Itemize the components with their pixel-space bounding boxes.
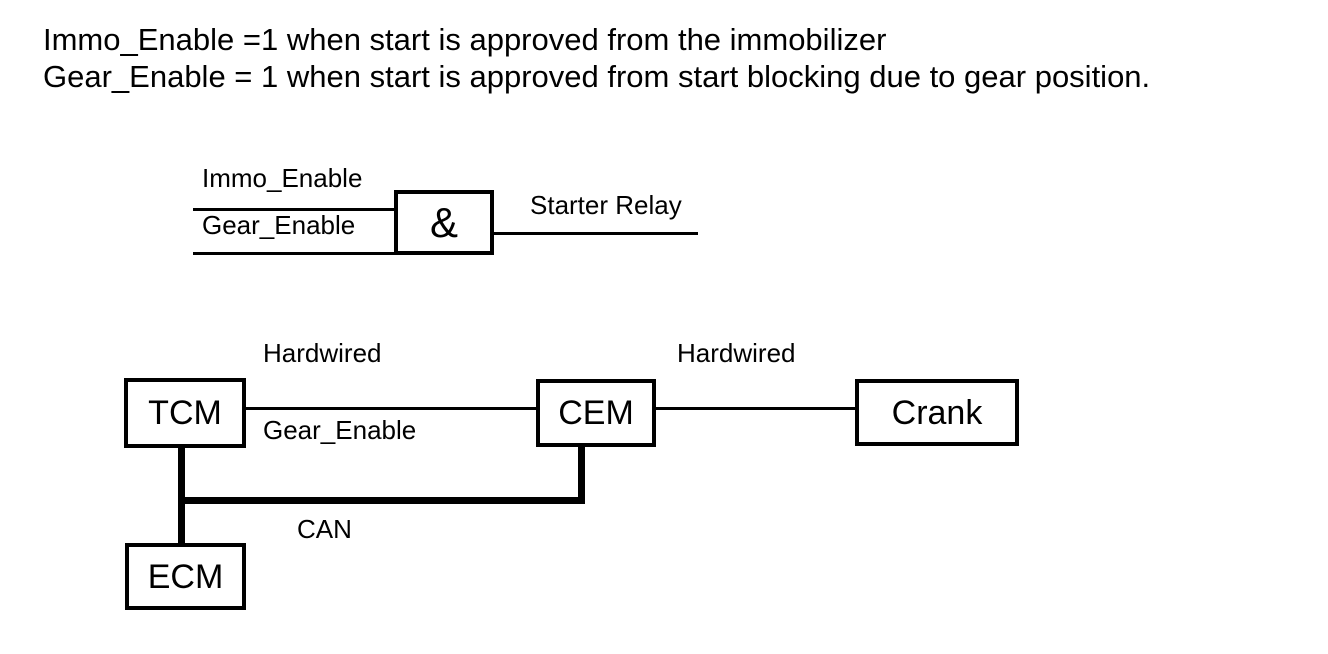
cem-box: CEM	[536, 379, 656, 447]
and-gate-symbol: &	[429, 198, 458, 246]
header-line-gear: Gear_Enable = 1 when start is approved f…	[43, 59, 1151, 94]
and-gate-box: &	[394, 190, 494, 255]
can-bus-tcm-ecm-segment	[178, 446, 185, 544]
crank-box-label: Crank	[891, 393, 983, 432]
tcm-box: TCM	[124, 378, 246, 448]
gate-output-label: Starter Relay	[530, 190, 682, 220]
gate-input1-wire	[193, 208, 398, 211]
gate-output-wire	[490, 232, 698, 235]
header-line-immo: Immo_Enable =1 when start is approved fr…	[43, 22, 887, 57]
crank-box: Crank	[855, 379, 1019, 446]
gate-input1-label: Immo_Enable	[202, 163, 363, 193]
hardwired-label-left: Hardwired	[263, 338, 382, 368]
can-bus-cem-segment	[578, 445, 585, 504]
gear-enable-signal-label: Gear_Enable	[263, 415, 417, 445]
gate-input2-wire	[193, 252, 398, 255]
tcm-cem-wire	[244, 407, 538, 410]
can-bus-horizontal-segment	[178, 497, 585, 504]
hardwired-label-right: Hardwired	[677, 338, 796, 368]
ecm-box: ECM	[125, 543, 246, 610]
cem-crank-wire	[654, 407, 857, 410]
header-note: Immo_Enable =1 when start is approved fr…	[43, 21, 1150, 95]
can-bus-label: CAN	[297, 514, 352, 544]
ecm-box-label: ECM	[147, 557, 224, 596]
gate-input2-label: Gear_Enable	[202, 210, 356, 240]
cem-box-label: CEM	[558, 394, 634, 432]
tcm-box-label: TCM	[148, 394, 222, 432]
